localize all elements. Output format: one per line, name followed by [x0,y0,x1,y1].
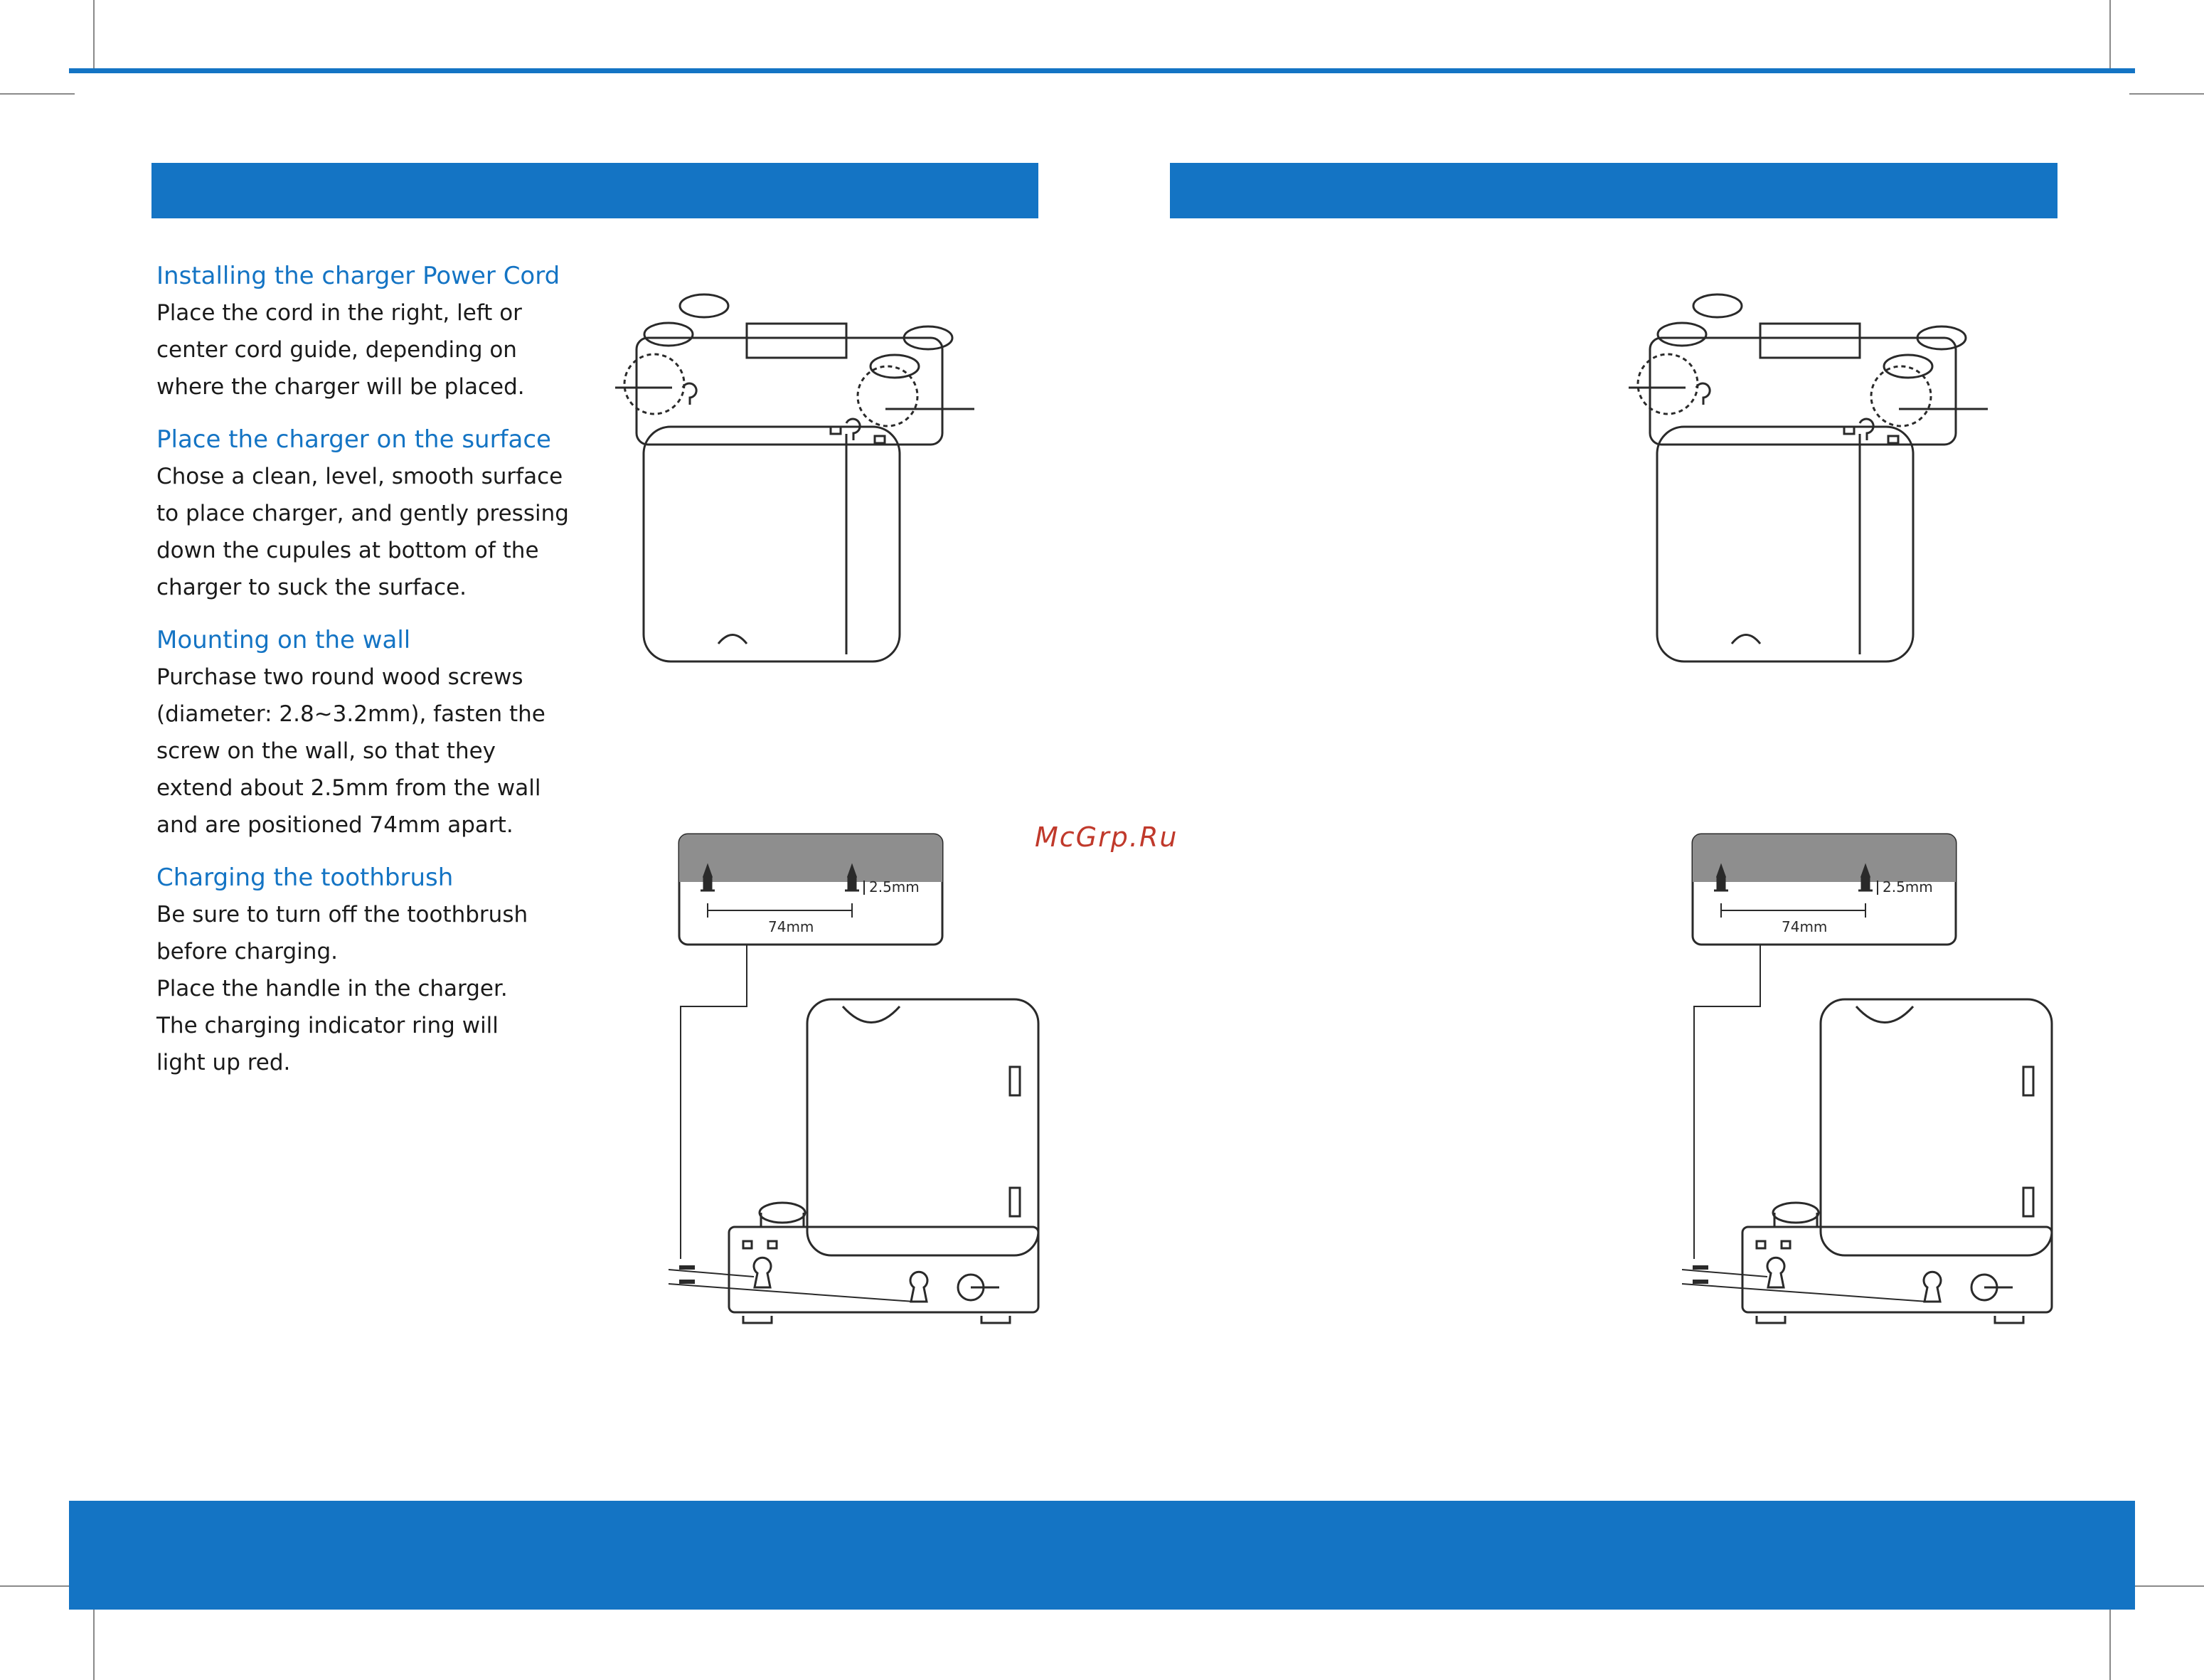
section-body: Chose a clean, level, smooth surface to … [156,464,569,600]
suction-cup [1692,293,1743,319]
keyhole-slot [909,1270,929,1303]
screw-icon [1858,863,1873,892]
suction-cup [869,353,920,379]
right-header-bar [1170,163,2057,218]
footer-bar [69,1501,2135,1610]
charger-underside-illustration [615,293,974,663]
charger-base [728,1226,1040,1314]
screw-icon [701,863,715,892]
keyhole-slot [752,1256,772,1289]
screw-extension-label: 2.5mm [869,878,920,895]
crop-mark [2109,0,2111,71]
crop-mark [0,93,75,95]
charger-body [1656,425,1915,663]
section-body: Be sure to turn off the toothbrush befor… [156,902,528,1075]
screw-spacing-label: 74mm [768,918,814,935]
charger-base [635,336,944,446]
crop-mark [2129,1585,2204,1587]
label-plate [745,322,848,359]
section-charging: Charging the toothbrush Be sure to turn … [156,859,583,1081]
watermark: McGrp.Ru [1035,822,1178,853]
crop-mark [2109,1604,2111,1680]
cord-guide-highlight [1870,365,1932,427]
section-surface: Place the charger on the surface Chose a… [156,421,583,606]
section-power-cord: Installing the charger Power Cord Place … [156,257,583,405]
screw-spacing-label: 74mm [1782,918,1827,935]
section-title: Mounting on the wall [156,626,411,654]
section-title: Charging the toothbrush [156,863,454,892]
screw-extension-label: 2.5mm [1883,878,1933,895]
screw-icon [679,1265,695,1284]
top-rule [69,68,2135,73]
cord-guide-highlight [623,353,686,415]
crop-mark [0,1585,75,1587]
keyhole-slot [1766,1256,1786,1289]
screw-icon [1714,863,1728,892]
suction-cup [1916,325,1967,351]
charger-body [806,998,1040,1257]
charger-base [1649,336,1957,446]
section-body: Place the cord in the right, left or cen… [156,300,525,400]
suction-cup [903,325,954,351]
left-header-bar [151,163,1038,218]
charger-body [1819,998,2053,1257]
section-title: Place the charger on the surface [156,425,551,454]
leader-line [1693,945,1761,1259]
crop-mark [93,1604,95,1680]
section-body: Purchase two round wood screws (diameter… [156,664,545,838]
screw-icon [845,863,859,892]
wall-mount-illustration: 2.5mm 74mm [1682,833,2053,1324]
screw-icon [1693,1265,1708,1284]
instructions-column: Installing the charger Power Cord Place … [156,257,583,1097]
section-title: Installing the charger Power Cord [156,262,560,290]
wall-surface [679,834,942,882]
keyhole-slot [1922,1270,1942,1303]
cord-guide-highlight [856,365,919,427]
charger-body [642,425,901,663]
suction-cup [678,293,730,319]
suction-cup [1656,321,1708,347]
wall-mount-illustration: 2.5mm 74mm [669,833,1040,1324]
cord-guide-highlight [1636,353,1699,415]
label-plate [1759,322,1861,359]
charger-underside-illustration [1629,293,1988,663]
section-wall-mount: Mounting on the wall Purchase two round … [156,622,583,844]
wall-surface [1693,834,1956,882]
suction-cup [643,321,694,347]
crop-mark [2129,93,2204,95]
leader-line [680,945,747,1259]
suction-cup [1883,353,1934,379]
charger-base [1741,1226,2053,1314]
crop-mark [93,0,95,71]
